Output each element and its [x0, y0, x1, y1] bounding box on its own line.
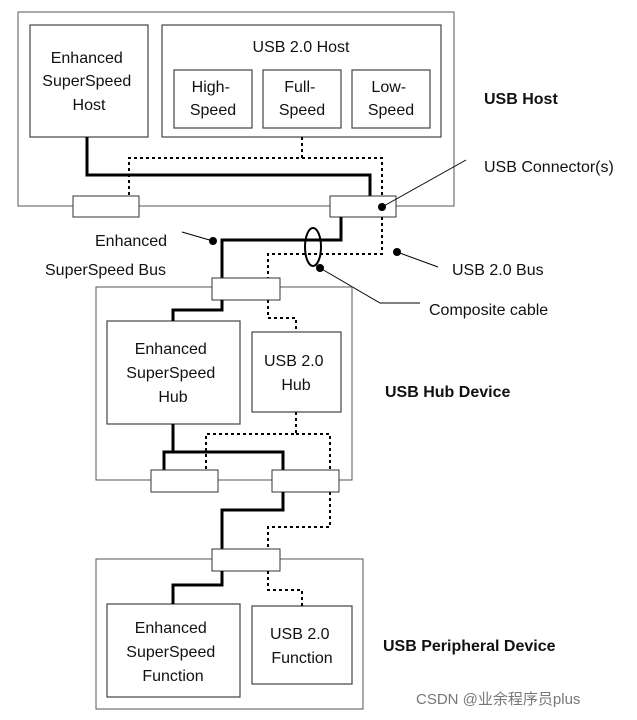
- usb20-host-label: USB 2.0 Host: [253, 39, 350, 56]
- hub-up-usb20-line: [267, 300, 297, 332]
- full-speed-label: Full- Speed: [279, 79, 325, 119]
- host-connector-left: [72, 195, 140, 218]
- superspeed-bus-dot: [209, 237, 217, 245]
- enhanced-superspeed-hub-box: [106, 320, 241, 425]
- usb-connectors-leader: [381, 159, 467, 208]
- enhanced-superspeed-hub-label: Enhanced SuperSpeed Hub: [126, 341, 219, 406]
- usb20-function-label: USB 2.0 Function: [270, 626, 334, 667]
- usb-hub-device-title: USB Hub Device: [385, 384, 510, 401]
- composite-cable-label: Composite cable: [429, 302, 548, 319]
- composite-cable-ring: [304, 227, 322, 267]
- high-speed-label: High- Speed: [190, 79, 236, 119]
- usb-connectors-dot: [378, 203, 386, 211]
- peripheral-usb20-line: [267, 571, 303, 606]
- hub-down-superspeed-line: [162, 424, 175, 470]
- host-usb20-line: [128, 137, 303, 196]
- composite-cable-dot: [316, 264, 324, 272]
- hub-down-superspeed-line-right: [173, 450, 285, 470]
- cable-superspeed-hub-peripheral: [220, 492, 285, 549]
- hub-downstream-connector-right: [271, 469, 340, 493]
- watermark: CSDN @业余程序员plus: [416, 690, 580, 708]
- peripheral-superspeed-line: [171, 571, 224, 604]
- usb20-hub-label: USB 2.0 Hub: [264, 353, 328, 394]
- usb-connectors-label: USB Connector(s): [484, 159, 614, 176]
- cable-usb20-hub-peripheral: [267, 492, 331, 549]
- hub-upstream-connector: [211, 277, 281, 301]
- usb20-bus-leader: [396, 251, 439, 268]
- usb20-bus-dot: [393, 248, 401, 256]
- host-connector-right: [329, 195, 397, 218]
- hub-downstream-connector-left: [150, 469, 219, 493]
- usb20-bus-label: USB 2.0 Bus: [452, 262, 544, 279]
- full-speed-box: [262, 69, 342, 129]
- usb20-hub-box: [251, 331, 342, 413]
- cable-usb20-host-hub: [267, 217, 383, 278]
- peripheral-upstream-connector: [211, 548, 281, 572]
- enhanced-superspeed-function-box: [106, 603, 241, 698]
- host-usb20-line-right: [302, 157, 383, 196]
- low-speed-label: Low- Speed: [368, 79, 414, 119]
- usb20-function-box: [251, 605, 353, 685]
- cable-superspeed-host-hub: [220, 217, 343, 278]
- enhanced-superspeed-host-box: [29, 24, 149, 138]
- enhanced-superspeed-bus-label: Enhanced SuperSpeed Bus: [45, 233, 172, 279]
- usb-host-title: USB Host: [484, 91, 558, 108]
- low-speed-box: [351, 69, 431, 129]
- enhanced-superspeed-function-label: Enhanced SuperSpeed Function: [126, 620, 219, 685]
- hub-down-usb20-line: [205, 412, 297, 470]
- superspeed-bus-leader: [181, 231, 214, 242]
- high-speed-box: [173, 69, 253, 129]
- host-superspeed-line: [85, 137, 372, 196]
- enhanced-superspeed-host-label: Enhanced SuperSpeed Host: [42, 50, 135, 114]
- hub-up-superspeed-line: [171, 300, 224, 321]
- composite-cable-leader: [319, 267, 420, 304]
- usb-peripheral-device-title: USB Peripheral Device: [383, 638, 556, 655]
